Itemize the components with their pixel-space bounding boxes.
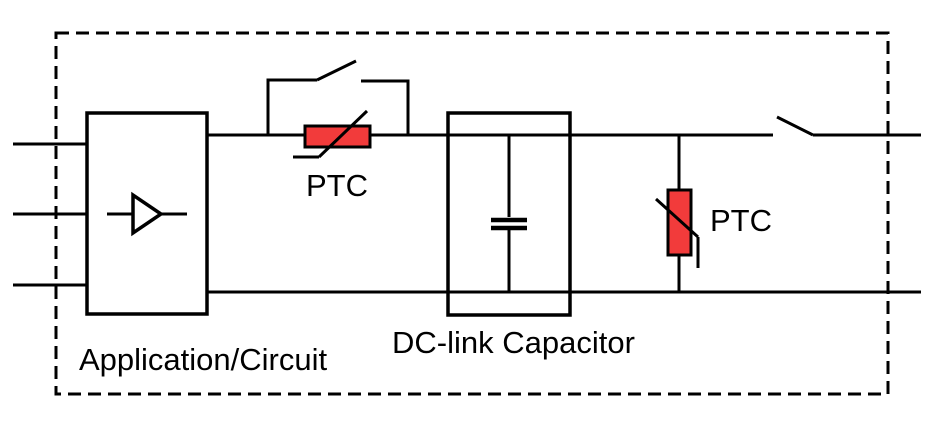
- series-ptc-body: [303, 124, 372, 149]
- rectifier-application-box: [85, 111, 209, 316]
- series-ptc-thermistor: [293, 109, 372, 159]
- series-ptc-label: PTC: [306, 168, 368, 203]
- bypass-left-arm: [266, 78, 317, 135]
- rectifier-triangle-icon: [131, 191, 165, 237]
- bypass-right-arm: [361, 79, 410, 135]
- bypass-switch-lever: [316, 59, 357, 82]
- bypass-relay-switch: [266, 59, 410, 135]
- dc-link-box-label: DC-link Capacitor: [392, 325, 635, 360]
- shunt-ptc-label: PTC: [710, 203, 772, 238]
- shunt-ptc-body: [666, 188, 693, 257]
- shunt-ptc-diagonal: [654, 197, 700, 239]
- three-phase-input-lines: [13, 142, 88, 287]
- application-box-label: Application/Circuit: [79, 342, 327, 377]
- series-ptc-diagonal: [317, 109, 369, 159]
- output-switch-lever: [776, 115, 814, 137]
- dc-link-box-outline: [446, 111, 572, 317]
- dc-link-capacitor: [446, 111, 572, 317]
- shunt-ptc-thermistor: [654, 135, 700, 292]
